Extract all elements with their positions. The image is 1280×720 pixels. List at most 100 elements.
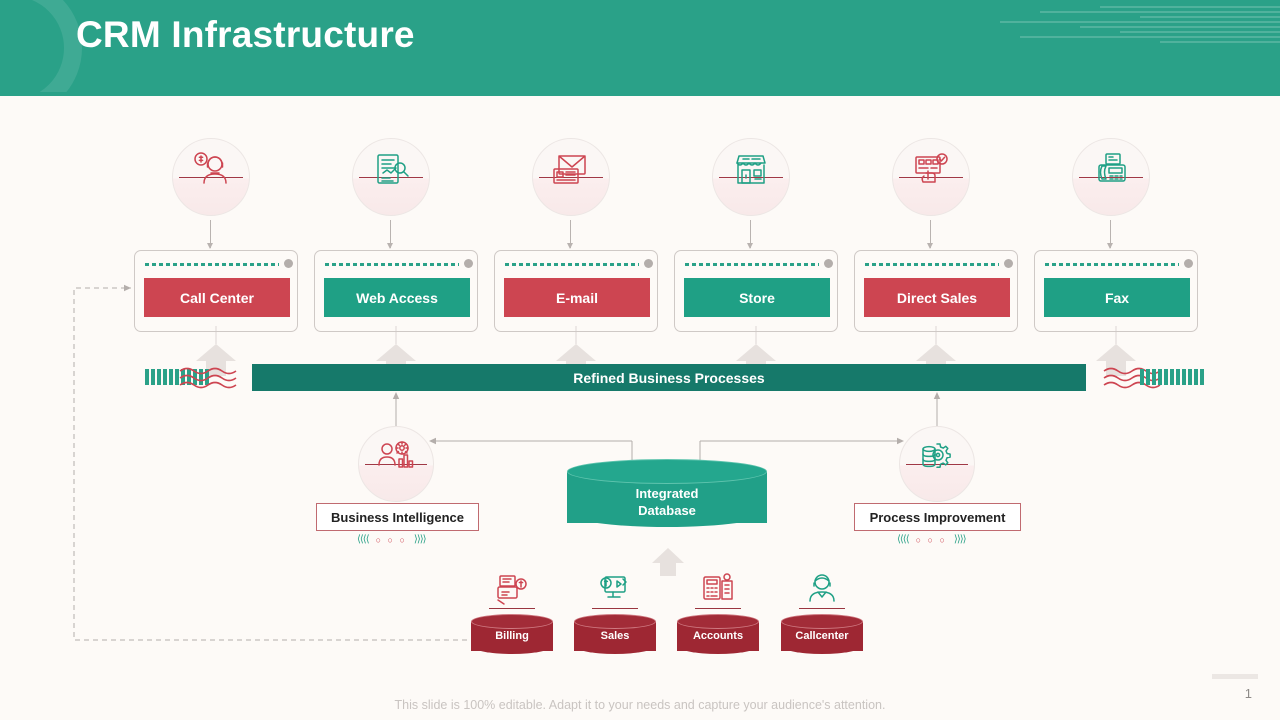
integrated-database-cylinder[interactable]: Integrated Database xyxy=(567,459,767,535)
source-cylinder[interactable]: Accounts xyxy=(677,614,759,660)
deco-bar xyxy=(151,369,155,385)
channel-card[interactable]: Call Center xyxy=(134,250,298,332)
channel-label-button[interactable]: E-mail xyxy=(504,278,650,317)
editable-note: This slide is 100% editable. Adapt it to… xyxy=(394,698,886,712)
channel-label-button[interactable]: Call Center xyxy=(144,278,290,317)
right-bar-decoration xyxy=(1140,369,1204,385)
channel-label-button[interactable]: Fax xyxy=(1044,278,1190,317)
deco-bar xyxy=(1158,369,1162,385)
dashed-divider xyxy=(505,263,639,266)
calculator-accounts-icon xyxy=(691,566,745,606)
circle-frame xyxy=(358,426,434,502)
source-cylinder[interactable]: Sales xyxy=(574,614,656,660)
card-corner-dot xyxy=(1184,259,1193,268)
header-underline xyxy=(0,92,1280,96)
circle-frame xyxy=(892,138,970,216)
circle-frame xyxy=(532,138,610,216)
channel-icon-badge[interactable] xyxy=(712,138,790,216)
dashed-divider xyxy=(865,263,999,266)
deco-bar xyxy=(193,369,197,385)
deco-bar xyxy=(187,369,191,385)
chevron-left-icon: ⟨⟨⟨⟨ xyxy=(897,534,910,545)
dashed-divider xyxy=(1045,263,1179,266)
cylinder-top xyxy=(567,459,767,484)
hand-checklist-icon xyxy=(892,138,970,216)
chevron-right-icon: ⟩⟩⟩⟩ xyxy=(953,534,967,545)
deco-bar xyxy=(1176,369,1180,385)
cylinder-top xyxy=(781,614,863,629)
channel-down-arrow xyxy=(207,220,213,249)
source-label: Accounts xyxy=(692,630,744,642)
billing-printer-icon xyxy=(485,566,539,606)
page-title: CRM Infrastructure xyxy=(76,14,415,55)
database-label: Integrated Database xyxy=(567,485,767,519)
business-intelligence-label[interactable]: Business Intelligence xyxy=(316,503,479,531)
source-label: Sales xyxy=(600,630,630,642)
channel-down-arrow xyxy=(1107,220,1113,249)
web-document-search-icon xyxy=(352,138,430,216)
channel-card[interactable]: Store xyxy=(674,250,838,332)
source-cylinder[interactable]: Billing xyxy=(471,614,553,660)
deco-bar xyxy=(145,369,149,385)
channel-icon-badge[interactable] xyxy=(352,138,430,216)
channel-card[interactable]: Fax xyxy=(1034,250,1198,332)
channel-card[interactable]: Web Access xyxy=(314,250,478,332)
card-corner-dot xyxy=(824,259,833,268)
page-indicator-bar xyxy=(1212,674,1258,679)
channel-down-arrow xyxy=(387,220,393,249)
source-cylinder[interactable]: Callcenter xyxy=(781,614,863,660)
source-label: Billing xyxy=(495,630,529,642)
gear-settings-stack-icon xyxy=(899,426,975,502)
header-decorative-circle xyxy=(0,0,82,92)
channel-label-button[interactable]: Web Access xyxy=(324,278,470,317)
channel-label-button[interactable]: Direct Sales xyxy=(864,278,1010,317)
cylinder-top xyxy=(677,614,759,629)
mid-node-label-text: Business Intelligence xyxy=(331,509,464,525)
deco-bar xyxy=(1170,369,1174,385)
process-improvement-label[interactable]: Process Improvement xyxy=(854,503,1021,531)
card-corner-dot xyxy=(1004,259,1013,268)
channel-icon-badge[interactable] xyxy=(892,138,970,216)
refined-business-processes-bar[interactable]: Refined Business Processes xyxy=(252,364,1086,391)
deco-bar xyxy=(1194,369,1198,385)
circle-frame xyxy=(172,138,250,216)
channel-down-arrow xyxy=(567,220,573,249)
envelope-mail-icon xyxy=(532,138,610,216)
channel-label-text: Store xyxy=(739,289,775,306)
deco-bar xyxy=(175,369,179,385)
source-label: Callcenter xyxy=(795,630,849,642)
channel-down-arrow xyxy=(927,220,933,249)
fax-machine-icon xyxy=(1072,138,1150,216)
channel-icon-badge[interactable] xyxy=(1072,138,1150,216)
dots-decoration: ○ ○ ○ xyxy=(915,534,947,545)
deco-bar xyxy=(1200,369,1204,385)
channel-card[interactable]: Direct Sales xyxy=(854,250,1018,332)
slide-header: CRM Infrastructure xyxy=(0,0,1280,92)
channel-icon-badge[interactable] xyxy=(172,138,250,216)
database-label-line2: Database xyxy=(638,503,696,518)
business-intelligence-icon-badge[interactable] xyxy=(358,426,434,502)
deco-bar xyxy=(199,369,203,385)
dashed-divider xyxy=(325,263,459,266)
header-line-decoration xyxy=(980,0,1280,46)
process-improvement-icon-badge[interactable] xyxy=(899,426,975,502)
card-corner-dot xyxy=(284,259,293,268)
chevron-right-icon: ⟩⟩⟩⟩ xyxy=(413,534,427,545)
cylinder-top xyxy=(471,614,553,629)
channel-card[interactable]: E-mail xyxy=(494,250,658,332)
sources-to-database-arrow xyxy=(652,548,684,576)
page-number: 1 xyxy=(1244,686,1252,701)
shop-storefront-icon xyxy=(712,138,790,216)
deco-bar xyxy=(163,369,167,385)
bi-chevron-decoration: ⟨⟨⟨⟨ ○ ○ ○ ⟩⟩⟩⟩ xyxy=(357,534,426,545)
deco-bar xyxy=(169,369,173,385)
channel-icon-badge[interactable] xyxy=(532,138,610,216)
dashed-divider xyxy=(685,263,819,266)
deco-bar xyxy=(1182,369,1186,385)
circle-frame xyxy=(1072,138,1150,216)
icon-underline xyxy=(592,608,638,609)
channel-down-arrow xyxy=(747,220,753,249)
channel-label-button[interactable]: Store xyxy=(684,278,830,317)
headset-agent-money-icon xyxy=(172,138,250,216)
